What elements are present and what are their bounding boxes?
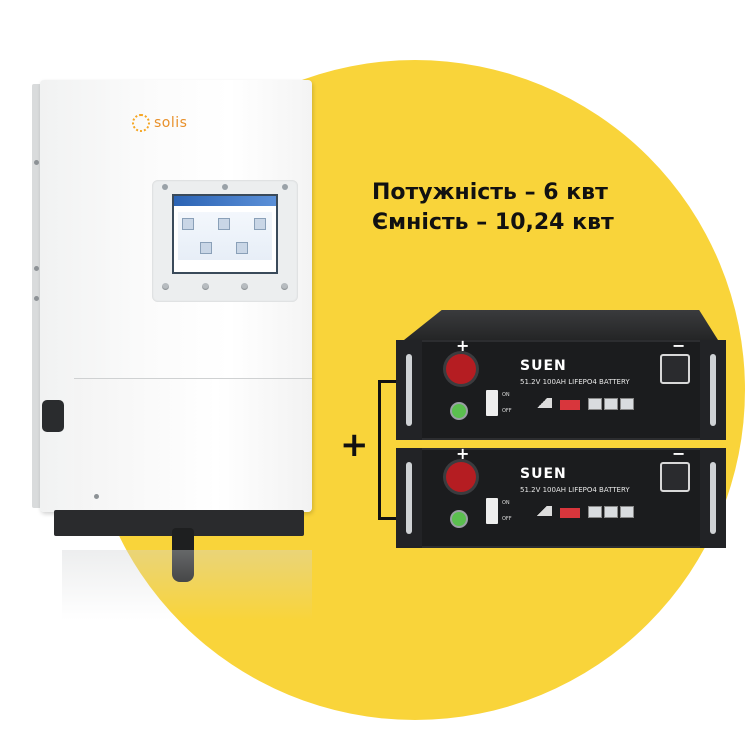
comm-port-icon [588, 506, 602, 518]
battery-brand: SUEN [520, 358, 567, 374]
dc-switch-knob [42, 400, 64, 432]
battery-icon [200, 242, 212, 254]
comm-port-icon [604, 398, 618, 410]
panel-button [162, 283, 169, 290]
inverter-control-panel [152, 180, 298, 302]
handle-slot [710, 354, 716, 426]
power-rating-text: Потужність – 6 квт [372, 180, 608, 205]
breaker-switch [486, 498, 498, 524]
switch-off-label: OFF [502, 516, 512, 522]
switch-off-label: OFF [502, 408, 512, 414]
screw-icon [34, 296, 39, 301]
inverter-display-screen [172, 194, 278, 274]
battery-top-lid [404, 310, 718, 340]
rack-ear-right [700, 448, 726, 548]
inverter-icon [218, 218, 230, 230]
status-led-icon [222, 184, 228, 190]
positive-sign: + [456, 444, 470, 463]
negative-terminal [660, 354, 690, 384]
screw-icon [34, 266, 39, 271]
comm-port-icon [604, 506, 618, 518]
inverter-brand-text: solis [154, 115, 188, 131]
power-button-icon [452, 404, 466, 418]
status-led-icon [282, 184, 288, 190]
battery-stack: + − SUEN 51.2V 100AH LIFEPO4 BATTERY ON … [396, 310, 726, 570]
screen-energy-flow [178, 212, 272, 260]
handle-slot [406, 462, 412, 534]
positive-terminal [446, 462, 476, 492]
screen-header-bar [174, 196, 276, 206]
soc-indicator-icon [532, 506, 552, 516]
battery-spec: 51.2V 100AH LIFEPO4 BATTERY [520, 486, 630, 494]
switch-on-label: ON [502, 500, 510, 506]
battery-spec: 51.2V 100AH LIFEPO4 BATTERY [520, 378, 630, 386]
inverter-wiring-cover [74, 378, 312, 511]
comm-port-icon [588, 398, 602, 410]
dip-switch [560, 400, 580, 410]
comm-port-icon [620, 398, 634, 410]
battery-link-cable [378, 380, 400, 520]
sun-icon [132, 114, 150, 132]
capacity-rating-text: Ємність – 10,24 квт [372, 210, 614, 235]
panel-button [201, 283, 209, 290]
panel-button [241, 283, 249, 290]
battery-module: + − SUEN 51.2V 100AH LIFEPO4 BATTERY ON … [396, 336, 726, 440]
house-load-icon [236, 242, 248, 254]
solar-panel-icon [182, 218, 194, 230]
handle-slot [406, 354, 412, 426]
headline: Потужність – 6 квт Ємність – 10,24 квт [372, 178, 614, 238]
inverter-reflection [62, 550, 312, 620]
rack-ear-left [396, 448, 422, 548]
wifi-dongle [172, 528, 194, 582]
panel-button [280, 283, 288, 290]
comm-port-icon [620, 506, 634, 518]
screw-icon [94, 494, 99, 499]
status-led-row [162, 184, 288, 190]
rack-ear-right [700, 340, 726, 440]
status-led-icon [162, 184, 168, 190]
panel-button-row [162, 283, 288, 290]
positive-sign: + [456, 336, 470, 355]
switch-on-label: ON [502, 392, 510, 398]
inverter: solis [22, 80, 322, 620]
positive-terminal [446, 354, 476, 384]
negative-sign: − [672, 336, 686, 355]
soc-indicator-icon [532, 398, 552, 408]
plus-sign: + [340, 425, 369, 465]
battery-brand: SUEN [520, 466, 567, 482]
negative-terminal [660, 462, 690, 492]
handle-slot [710, 462, 716, 534]
breaker-switch [486, 390, 498, 416]
grid-icon [254, 218, 266, 230]
negative-sign: − [672, 444, 686, 463]
screw-icon [34, 160, 39, 165]
battery-module: + − SUEN 51.2V 100AH LIFEPO4 BATTERY ON … [396, 444, 726, 548]
dip-switch [560, 508, 580, 518]
inverter-logo: solis [132, 114, 187, 132]
rack-ear-left [396, 340, 422, 440]
power-button-icon [452, 512, 466, 526]
